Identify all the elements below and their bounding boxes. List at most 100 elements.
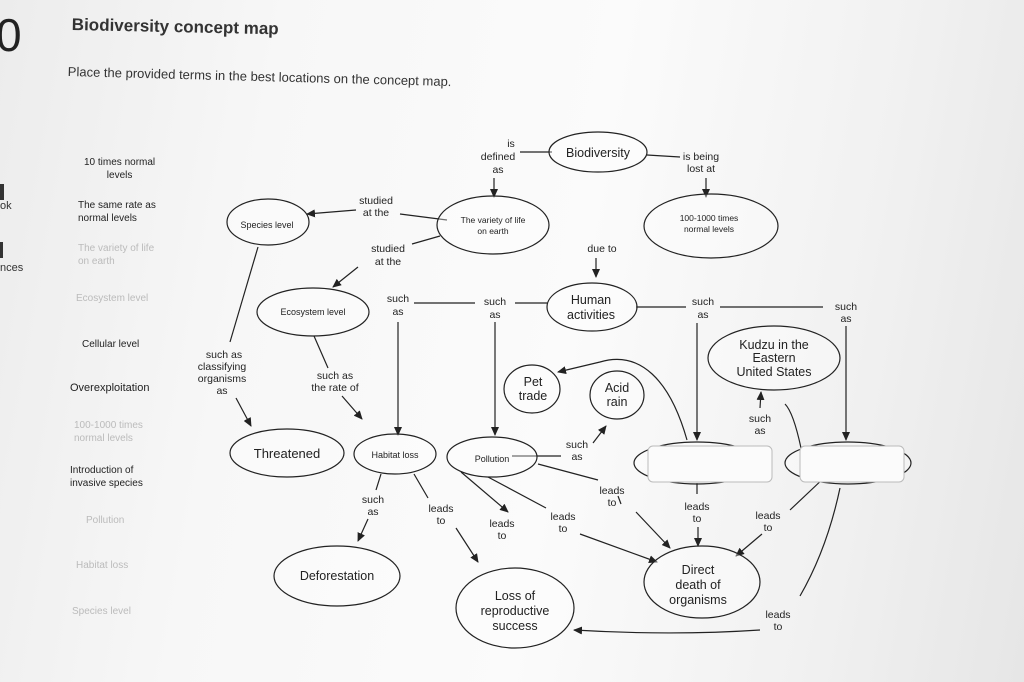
node-species-level [226,198,310,246]
link-text: organisms [198,373,246,385]
link-text: leads [765,609,790,621]
link-text: at the [363,207,389,219]
link-text: as [367,506,378,518]
drop-target-right[interactable] [799,445,905,483]
node-habitat-loss [353,433,437,475]
link-text: is [507,138,515,150]
term-pollution: Pollution [86,515,125,526]
node-text: Deforestation [300,569,374,583]
node-text: success [492,619,537,633]
link-text: defined [481,151,516,163]
node-pollution [446,436,538,478]
node-deforestation [273,545,401,607]
node-acid-rain [589,370,645,420]
node-text: Acid [605,381,629,395]
node-text: reproductive [481,604,550,618]
link-text: studied [371,243,405,255]
link-text: leads [684,501,709,513]
left-edge-fragment: nces [0,262,24,274]
node-text: Habitat loss [371,450,419,460]
left-edge-marker [0,242,3,258]
link-text: as [840,313,851,325]
node-100-1000-times [643,193,779,259]
link-text: as [489,309,500,321]
node-text: activities [567,308,615,322]
link-text: as [697,309,708,321]
link-text: to [559,523,568,535]
term-cellular-level[interactable]: Cellular level [82,339,140,350]
link-text: as [492,164,503,176]
link-text: such [484,296,506,308]
link-text: leads [599,485,624,497]
term-habitat-loss: Habitat loss [76,560,129,571]
node-variety-of-life [436,195,550,255]
node-text: Ecosystem level [280,307,345,317]
link-text: such [387,293,409,305]
node-direct-death [643,545,761,619]
term-ecosystem-level: Ecosystem level [76,293,149,304]
link-text: as [216,385,227,397]
link-text: as [392,306,403,318]
node-text: on earth [477,226,508,236]
link-text: as [571,451,582,463]
link-text: leads [550,511,575,523]
link-text: leads [755,510,780,522]
link-text: leads [489,518,514,530]
question-number: 0 [0,9,22,61]
left-edge-marker [0,184,4,200]
node-text: Kudzu in the [739,338,809,352]
link-labels: is defined as is being lost at studied a… [198,138,857,633]
node-biodiversity [548,131,648,173]
link-text: such as [317,370,353,382]
node-text: Loss of [495,589,536,603]
link-text: the rate of [311,382,358,394]
node-labels: Biodiversity The variety of life on eart… [240,146,811,633]
link-text: to [764,522,773,534]
node-text: Threatened [254,446,321,461]
link-text: as [754,425,765,437]
node-pet-trade [503,364,561,414]
link-text: to [437,515,446,527]
node-text: Species level [240,220,293,230]
node-human-activities [546,282,638,332]
link-text: to [774,621,783,633]
drop-target-left[interactable] [647,445,773,483]
node-text: death of [675,578,721,592]
link-text: studied [359,195,393,207]
node-text: The variety of life [461,215,526,225]
node-text: trade [519,389,548,403]
link-text: such [749,413,771,425]
link-text: such [835,301,857,313]
link-text: leads [428,503,453,515]
node-text: Eastern [752,351,795,365]
node-text: Human [571,293,611,307]
node-text: Biodiversity [566,146,631,160]
node-kudzu [707,325,841,391]
node-threatened [229,428,345,478]
term-overexploitation[interactable]: Overexploitation [70,382,150,394]
link-text: classifying [198,361,247,373]
node-text: rain [607,395,628,409]
node-text: 100-1000 times [680,213,739,223]
connector-lines [229,151,850,635]
node-ecosystem-level [256,287,370,337]
node-text: United States [736,365,811,379]
node-loss-of-reproductive-success [455,567,575,649]
concept-nodes [226,131,841,649]
link-text: to [693,513,702,525]
node-text: Pet [524,375,543,389]
node-text: Pollution [475,454,510,464]
link-text: lost at [687,163,715,175]
link-text: such [362,494,384,506]
link-text: at the [375,256,401,268]
link-text: such [692,296,714,308]
node-text: normal levels [684,224,734,234]
link-text: such as [206,349,242,361]
left-edge-fragment: ok [0,200,12,212]
term-species-level: Species level [72,606,131,617]
